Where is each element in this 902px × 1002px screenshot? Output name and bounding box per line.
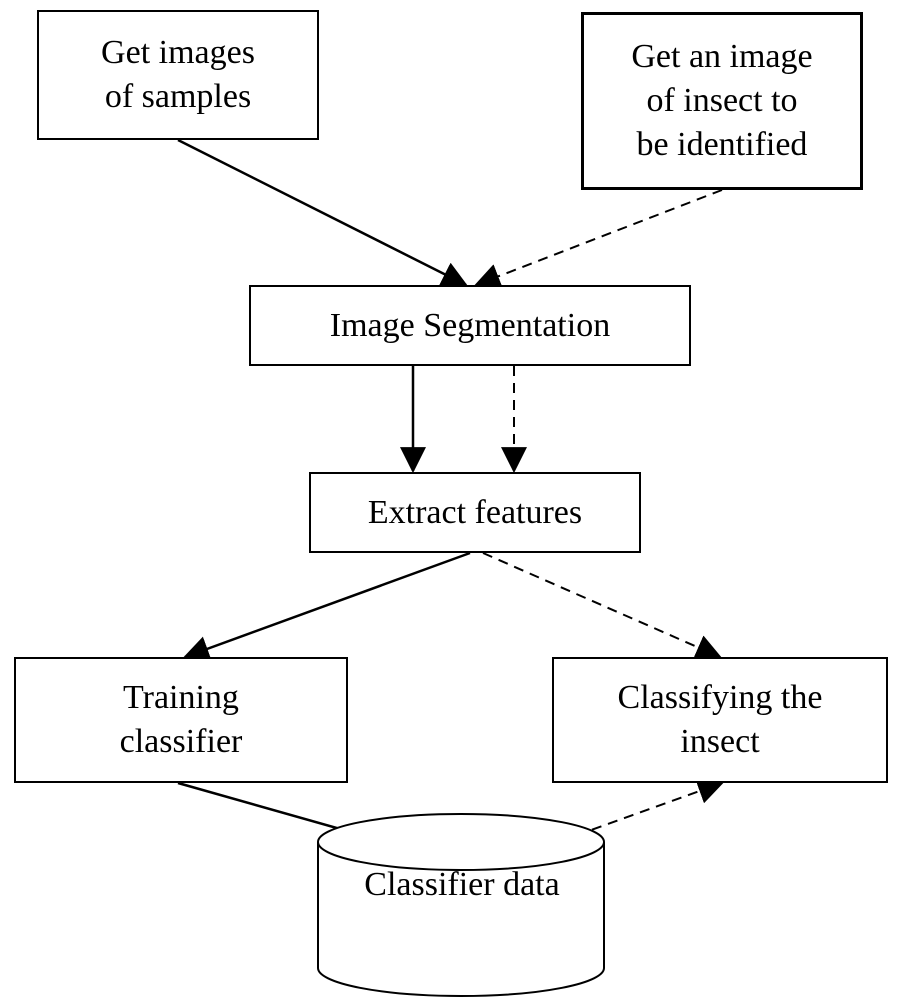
classifier-data-label: Classifier data	[364, 866, 560, 903]
node-training-classifier: Training classifier	[14, 657, 348, 783]
node-label: Image Segmentation	[329, 306, 611, 344]
node-get-image-of-insect: Get an image of insect to be identified	[581, 12, 863, 190]
node-extract-features: Extract features	[309, 472, 641, 553]
node-label: Get images of samples	[101, 34, 255, 115]
node-label: Extract features	[367, 493, 583, 531]
node-label: Get an image of insect to be identified	[631, 38, 813, 163]
node-get-images-of-samples: Get images of samples	[37, 10, 319, 140]
edge-samples-to-segmentation	[177, 138, 468, 287]
classifier-data-cylinder	[317, 813, 605, 997]
node-image-segmentation: Image Segmentation	[249, 285, 691, 366]
edge-features-to-classifying	[482, 552, 722, 660]
node-label: Classifying the insect	[617, 679, 823, 760]
node-label: Training classifier	[119, 679, 243, 760]
edge-features-to-training	[182, 551, 471, 662]
edge-insect-to-segmentation	[473, 189, 723, 289]
node-classifying-the-insect: Classifying the insect	[552, 657, 888, 783]
